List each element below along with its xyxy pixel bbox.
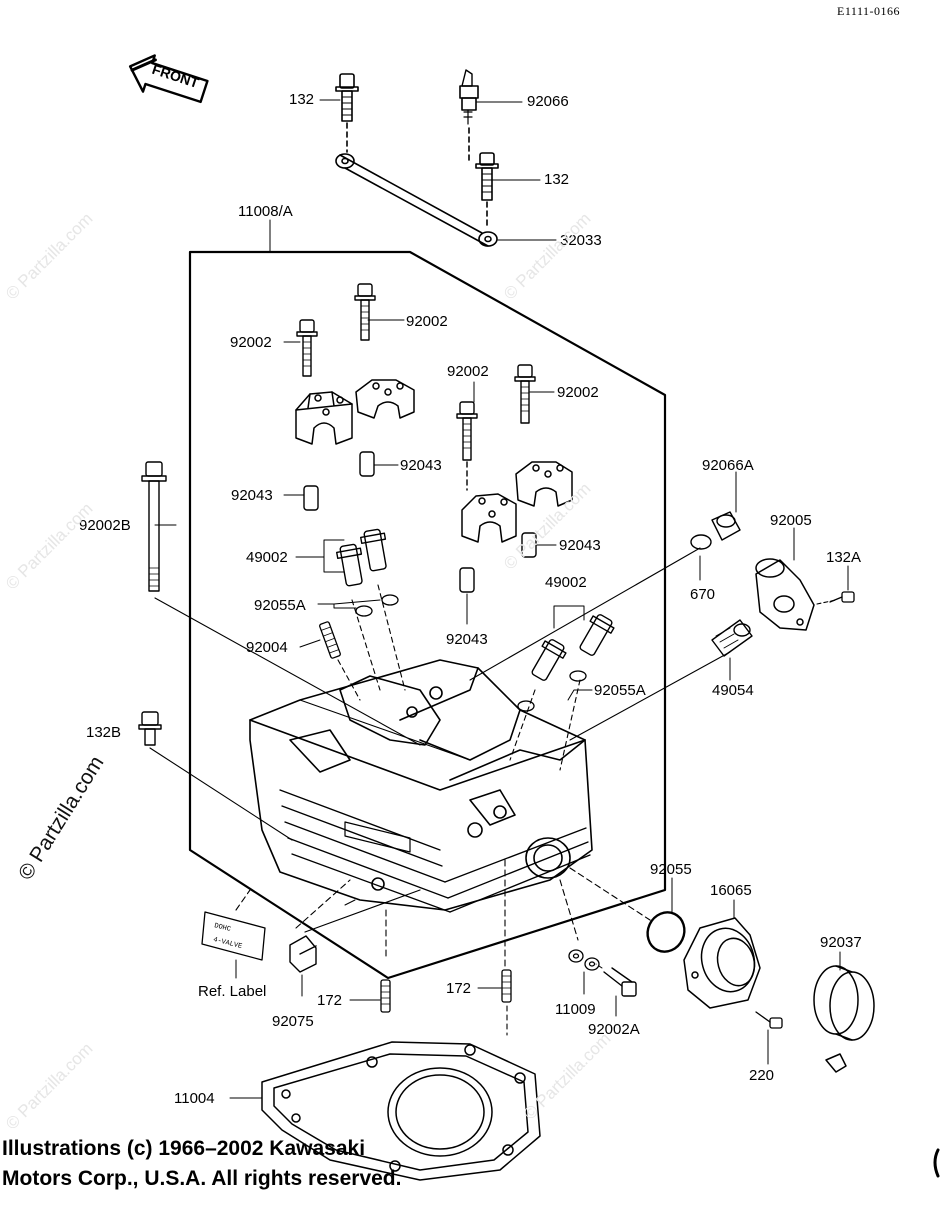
- label-92043-a: 92043: [400, 457, 442, 474]
- label-92005: 92005: [770, 512, 812, 529]
- reference-label: [201, 911, 266, 961]
- copyright-line2: Motors Corp., U.S.A. All rights reserved…: [2, 1167, 402, 1190]
- label-92043-d: 92043: [446, 631, 488, 648]
- washers-11009: [568, 949, 600, 995]
- label-92055A-b: 92055A: [594, 682, 646, 699]
- plug-92066A: [711, 511, 741, 541]
- bolt-92002B: [141, 461, 421, 746]
- label-49054: 49054: [712, 682, 754, 699]
- dowel-pins: [303, 451, 537, 593]
- housing-92005: [755, 558, 837, 631]
- bolt-132-mid: [475, 152, 499, 227]
- stud-172-right: [477, 969, 512, 1036]
- label-92002B: 92002B: [79, 517, 131, 534]
- label-ref-label: Ref. Label: [198, 983, 267, 1000]
- cylinder-head: [249, 659, 593, 913]
- stud-172-left: [349, 979, 391, 1013]
- cap-bolts: [296, 283, 536, 491]
- side-leaders: [469, 547, 731, 741]
- stay-32033: [335, 153, 498, 247]
- label-132-top: 132: [289, 91, 315, 108]
- bolt-132-top: [335, 73, 359, 153]
- leader-132B: [149, 747, 293, 841]
- label-92075: 92075: [272, 1013, 314, 1030]
- front-label: FRONT: [150, 61, 201, 91]
- label-132B: 132B: [86, 724, 122, 741]
- front-arrow-icon: [128, 54, 209, 104]
- label-92066A: 92066A: [702, 457, 754, 474]
- label-670: 670: [690, 586, 716, 603]
- bolt-92002A: [595, 963, 637, 1017]
- o-ring-670: [690, 534, 712, 550]
- copyright-notice: Illustrations (c) 1966–2002 Kawasaki Mot…: [2, 1134, 401, 1194]
- label-132-mid: 132: [544, 171, 570, 188]
- thermostat-49054: [711, 619, 753, 657]
- o-ring-92055: [646, 911, 686, 953]
- label-220: 220: [749, 1067, 775, 1084]
- clip-92075: [289, 935, 317, 997]
- o-rings-92055A: [355, 594, 587, 712]
- label-92002A: 92002A: [588, 1021, 640, 1038]
- sensor-92066: [459, 69, 479, 161]
- bolt-132A: [829, 565, 855, 603]
- label-92037: 92037: [820, 934, 862, 951]
- ref-tag-line1: DOHC: [213, 922, 231, 934]
- label-92002-c: 92002: [447, 363, 489, 380]
- label-11008A: 11008/A: [238, 203, 293, 220]
- bolt-132B: [138, 711, 162, 746]
- label-49002-a: 49002: [246, 549, 288, 566]
- diagram-code: E1111-0166: [837, 4, 900, 18]
- gasket-11004: [231, 1041, 541, 1181]
- callout-leaders: [154, 99, 795, 1099]
- leader-92075: [304, 889, 421, 933]
- label-92066: 92066: [527, 93, 569, 110]
- label-172-b: 172: [446, 980, 472, 997]
- assembly-leaders: [235, 859, 651, 971]
- label-92043-b: 92043: [231, 487, 273, 504]
- label-92002-a: 92002: [406, 313, 448, 330]
- label-32033: 32033: [560, 232, 602, 249]
- camshaft-caps: [295, 379, 573, 543]
- edge-mark: [933, 1148, 940, 1178]
- assembly-outline: [188, 250, 667, 980]
- label-11009: 11009: [555, 1001, 596, 1018]
- label-132A: 132A: [826, 549, 862, 566]
- label-49002-b: 49002: [545, 574, 587, 591]
- screw-220: [755, 1011, 783, 1065]
- stud-92004: [319, 621, 361, 701]
- label-16065: 16065: [710, 882, 752, 899]
- label-92002-b: 92002: [230, 334, 272, 351]
- label-92004: 92004: [246, 639, 288, 656]
- holder-16065: [683, 899, 761, 1009]
- label-92043-c: 92043: [559, 537, 601, 554]
- label-172-a: 172: [317, 992, 343, 1009]
- clamp-92037: [813, 951, 875, 1073]
- label-92002-d: 92002: [557, 384, 599, 401]
- label-92055A-a: 92055A: [254, 597, 306, 614]
- copyright-line1: Illustrations (c) 1966–2002 Kawasaki: [2, 1137, 366, 1160]
- label-11004: 11004: [174, 1090, 215, 1107]
- label-92055: 92055: [650, 861, 692, 878]
